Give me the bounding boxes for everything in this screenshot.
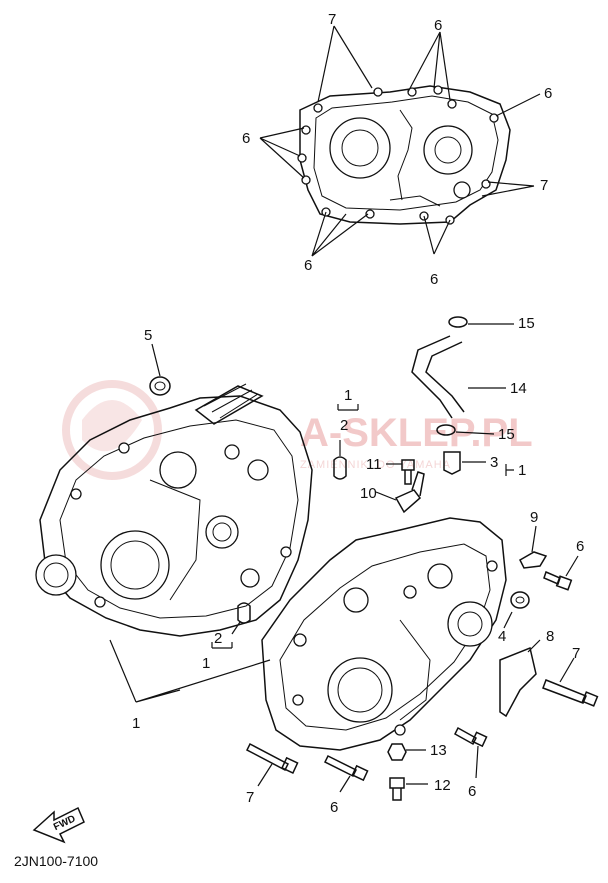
- callout-6-bottom-right: 6: [430, 271, 438, 288]
- callout-14: 14: [510, 380, 527, 397]
- callout-6-top: 6: [434, 17, 442, 34]
- crankcase-right: [261, 517, 507, 751]
- callout-10: 10: [360, 485, 377, 502]
- clamp-9: [519, 525, 548, 569]
- callout-7-right: 7: [540, 177, 548, 194]
- callout-6-left: 6: [242, 130, 250, 147]
- oil-seal-5: [149, 343, 171, 396]
- callout-7-right-bolt: 7: [572, 645, 580, 662]
- callout-6-top-right: 6: [544, 85, 552, 102]
- callout-6-bottom-right-bolt: 6: [468, 783, 476, 800]
- callout-15-mid: 15: [498, 426, 515, 443]
- hose-14: [411, 335, 465, 419]
- fwd-label: FWD: [52, 813, 77, 833]
- crankcase-gasket-outline: [297, 85, 511, 225]
- callout-6-bottom-left: 6: [304, 257, 312, 274]
- bolt-6-bottom-right: [454, 726, 488, 779]
- bolt-7-bottom: [246, 742, 299, 787]
- oil-seal-4: [503, 591, 530, 629]
- bolt-6-bottom: [323, 754, 369, 793]
- drain-plug-12: [389, 777, 428, 801]
- callout-2-upper: 2: [340, 417, 348, 434]
- dowel-pin-2-upper: [333, 440, 347, 480]
- callout-11: 11: [366, 456, 382, 473]
- callout-8: 8: [546, 628, 554, 645]
- callout-3: 3: [490, 454, 498, 471]
- callout-7-bottom: 7: [246, 789, 254, 806]
- callout-1-upper: 1: [344, 387, 352, 404]
- watermark-logo-icon: [62, 380, 162, 480]
- callout-9: 9: [530, 509, 538, 526]
- callout-labels: 7 6 6 6 7 6 6 5 15 14 1 2 15 11 3 1 10 9…: [132, 11, 584, 816]
- callout-6-right: 6: [576, 538, 584, 555]
- callout-12: 12: [434, 777, 451, 794]
- hose-clip-15-mid: [436, 424, 495, 436]
- bolt-7-right: [542, 657, 599, 707]
- callout-1-main: 1: [132, 715, 140, 732]
- bolt-6-right: [543, 555, 579, 591]
- callout-1-right: 1: [518, 462, 526, 479]
- watermark-subtext: ZAMIENNIKI DO YAMAHA: [300, 459, 451, 471]
- nut-13: [387, 743, 426, 761]
- callout-1-lower-bracket: 1: [202, 655, 210, 672]
- callout-6-bottom: 6: [330, 799, 338, 816]
- bracket-marks: [109, 404, 514, 703]
- bracket-10: [375, 471, 425, 514]
- callout-13: 13: [430, 742, 447, 759]
- watermark-text: A-SKLEP.PL: [300, 411, 533, 455]
- hose-clip-15-top: [448, 316, 514, 328]
- callout-5: 5: [144, 327, 152, 344]
- callout-2-lower: 2: [214, 630, 222, 647]
- callout-4: 4: [498, 628, 506, 645]
- callout-15-top: 15: [518, 315, 535, 332]
- nipple-3: [443, 451, 486, 475]
- dowel-pin-2-lower: [231, 602, 251, 635]
- diagram-code: 2JN100-7100: [14, 853, 98, 869]
- leader-lines-top: [259, 25, 541, 257]
- fwd-arrow-icon: FWD: [32, 806, 85, 844]
- callout-7-top: 7: [328, 11, 336, 28]
- bolt-11: [386, 459, 415, 485]
- crankcase-left: [35, 383, 313, 637]
- plate-8: [499, 639, 541, 718]
